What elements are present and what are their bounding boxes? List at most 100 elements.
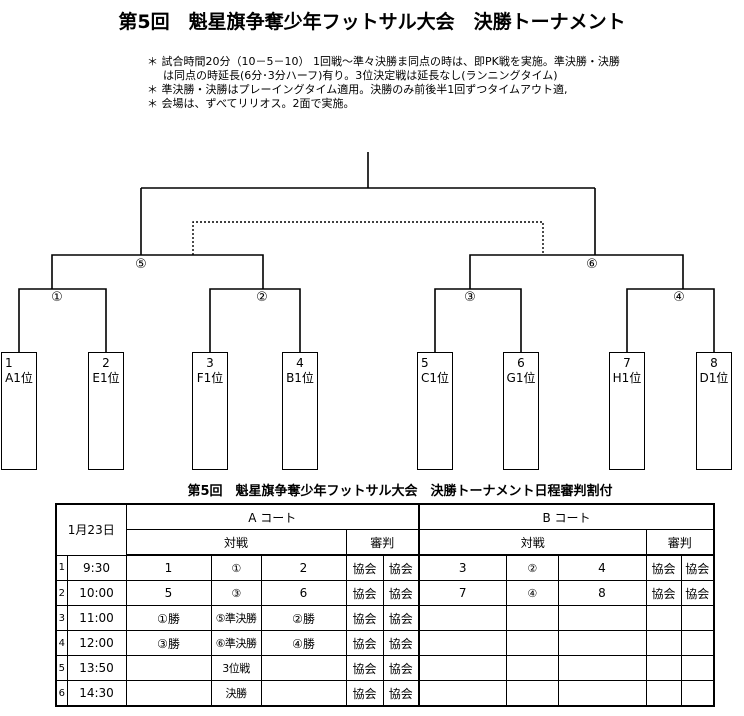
a-referee-1: 協会: [345, 580, 384, 606]
tournament-bracket: [18, 152, 715, 352]
table-row: 3 11:00 ①勝 ⑤準決勝 ②勝 協会 協会: [55, 605, 715, 631]
team-name: D1位: [699, 371, 729, 385]
b-team-2: [557, 680, 647, 707]
b-referee-2: [680, 605, 715, 631]
note-line: ＊ 試合時間20分（10－5－10） 1回戦～準々決勝ま同点の時は、即PK戦を実…: [147, 55, 620, 68]
a-match: ⑤準決勝: [210, 605, 262, 631]
a-match: ⑥準決勝: [210, 630, 262, 656]
match-label-2: ②: [255, 290, 269, 305]
b-referee-2: [680, 630, 715, 656]
date-cell: 1月23日: [55, 503, 127, 556]
team-name: E1位: [92, 371, 120, 385]
match-label-4: ④: [672, 290, 686, 305]
a-team-1: ③勝: [125, 630, 212, 656]
row-number: 1: [55, 554, 68, 581]
team-seed: 6: [517, 356, 525, 370]
b-referee-2: 協会: [680, 554, 715, 581]
time-cell: 10:00: [66, 580, 127, 606]
team-slot: 6 G1位: [503, 352, 539, 470]
a-team-2: [260, 655, 347, 681]
schedule-title: 第5回 魁星旗争奪少年フットサル大会 決勝トーナメント日程審判割付: [187, 484, 613, 499]
court-b-match-header: 対戦: [418, 529, 647, 556]
row-number: 5: [55, 655, 68, 681]
b-referee-1: 協会: [645, 580, 682, 606]
b-referee-2: [680, 680, 715, 707]
team-slot: 4 B1位: [282, 352, 318, 470]
bracket-line-match-4: [626, 288, 715, 352]
b-team-2: 8: [557, 580, 647, 606]
bracket-line-final: [140, 152, 596, 255]
match-label-5: ⑤: [134, 257, 148, 272]
team-seed: 1: [5, 356, 13, 370]
team-name: B1位: [286, 371, 314, 385]
team-seed: 3: [206, 356, 214, 370]
b-referee-2: 協会: [680, 580, 715, 606]
a-match: 3位戦: [210, 655, 262, 681]
court-a-referee-header: 審判: [345, 529, 420, 556]
team-slot: 7 H1位: [609, 352, 645, 470]
b-match: [505, 680, 559, 707]
a-referee-1: 協会: [345, 554, 384, 581]
team-seed: 5: [421, 356, 429, 370]
a-referee-1: 協会: [345, 605, 384, 631]
a-team-2: 2: [260, 554, 347, 581]
note-line: は同点の時延長(6分･3分ハーフ)有り。3位決定戦は延長なし(ランニングタイム): [163, 69, 558, 82]
bracket-line-match-1: [18, 288, 107, 352]
b-team-2: [557, 605, 647, 631]
schedule-table: 1月23日 A コート B コート 対戦 審判 対戦 審判 1 9:30 1 ①…: [55, 503, 716, 707]
bracket-line-match-2: [209, 288, 301, 352]
time-cell: 12:00: [66, 630, 127, 656]
table-row: 4 12:00 ③勝 ⑥準決勝 ④勝 協会 協会: [55, 630, 715, 656]
a-team-2: ②勝: [260, 605, 347, 631]
b-referee-1: 協会: [645, 554, 682, 581]
court-b-referee-header: 審判: [645, 529, 715, 556]
b-team-1: 7: [418, 580, 507, 606]
row-number: 6: [55, 680, 68, 707]
bracket-line-semifinal-6: [469, 254, 684, 289]
b-match: [505, 630, 559, 656]
team-slot: 5 C1位: [417, 352, 453, 470]
b-match: [505, 605, 559, 631]
note-line: ＊ 準決勝・決勝はプレーイングタイム適用。決勝のみ前後半1回ずつタイムアウト適,: [147, 83, 568, 96]
b-referee-1: [645, 655, 682, 681]
b-team-2: [557, 655, 647, 681]
b-referee-1: [645, 605, 682, 631]
table-row: 5 13:50 3位戦 協会 協会: [55, 655, 715, 681]
court-a-match-header: 対戦: [125, 529, 347, 556]
match-label-3: ③: [463, 290, 477, 305]
a-referee-2: 協会: [382, 580, 420, 606]
a-referee-2: 協会: [382, 630, 420, 656]
rules-notes: ＊ 試合時間20分（10－5－10） 1回戦～準々決勝ま同点の時は、即PK戦を実…: [147, 55, 620, 111]
a-match: ①: [210, 554, 262, 581]
team-name: A1位: [5, 371, 33, 385]
a-referee-2: 協会: [382, 655, 420, 681]
b-team-1: [418, 680, 507, 707]
b-team-1: [418, 630, 507, 656]
a-team-1: 5: [125, 580, 212, 606]
a-team-1: [125, 655, 212, 681]
a-team-2: [260, 680, 347, 707]
note-line: ＊ 会場は、ずべてリリオス。2面で実施。: [147, 97, 355, 110]
a-team-1: [125, 680, 212, 707]
b-match: ②: [505, 554, 559, 581]
team-slot: 8 D1位: [696, 352, 732, 470]
court-b-header: B コート: [417, 503, 715, 530]
match-label-1: ①: [50, 290, 64, 305]
team-name: C1位: [420, 371, 449, 385]
match-label-6: ⑥: [585, 257, 599, 272]
b-referee-1: [645, 680, 682, 707]
a-referee-2: 協会: [382, 554, 420, 581]
team-name: H1位: [612, 371, 642, 385]
b-referee-2: [680, 655, 715, 681]
header-row: 1月23日 A コート B コート: [55, 503, 715, 556]
b-team-2: [557, 630, 647, 656]
team-seed: 2: [102, 356, 110, 370]
a-referee-1: 協会: [345, 630, 384, 656]
a-referee-1: 協会: [345, 680, 384, 707]
a-match: 決勝: [210, 680, 262, 707]
bracket-line-match-3: [434, 288, 522, 352]
a-team-2: ④勝: [260, 630, 347, 656]
b-match: [505, 655, 559, 681]
team-slot: 3 F1位: [192, 352, 228, 470]
a-match: ③: [210, 580, 262, 606]
